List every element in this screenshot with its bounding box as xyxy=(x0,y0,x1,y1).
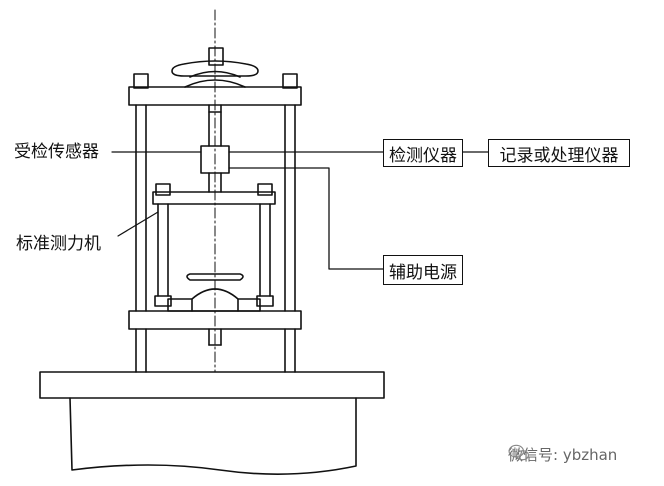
outer-column-caps xyxy=(133,73,298,89)
outer-column-right xyxy=(284,104,296,312)
inner-column-right xyxy=(259,203,271,297)
power-wire xyxy=(228,167,384,270)
arched-platen xyxy=(167,288,261,312)
inner-top-beam xyxy=(152,191,276,205)
top-handwheel xyxy=(171,47,259,78)
detection-instrument-box: 检测仪器 xyxy=(383,139,463,167)
outer-column-feet xyxy=(135,328,296,373)
machine-leader-line xyxy=(117,211,159,237)
base-plate xyxy=(39,371,385,399)
sensor-block xyxy=(200,145,230,174)
inner-column-feet xyxy=(154,295,274,307)
watermark: 微信号: ybzhan xyxy=(508,444,617,465)
recorder-processor-box: 记录或处理仪器 xyxy=(488,139,630,167)
top-beam xyxy=(128,79,302,106)
watermark-text: 微信号: ybzhan xyxy=(508,446,618,464)
tested-sensor-label: 受检传感器 xyxy=(14,142,99,162)
platen-handle xyxy=(186,273,244,281)
auxiliary-power-box: 辅助电源 xyxy=(383,255,463,285)
inner-column-caps xyxy=(155,183,273,196)
screw-rod-mid xyxy=(208,172,222,193)
screw-rod-lower xyxy=(208,328,222,346)
wechat-icon xyxy=(508,444,530,461)
outer-column-left xyxy=(135,104,147,312)
bottom-beam xyxy=(128,310,302,330)
inner-column-left xyxy=(157,203,169,297)
pedestal xyxy=(69,397,357,475)
screw-rod-upper xyxy=(208,104,222,147)
standard-force-machine-label: 标准测力机 xyxy=(16,234,101,254)
